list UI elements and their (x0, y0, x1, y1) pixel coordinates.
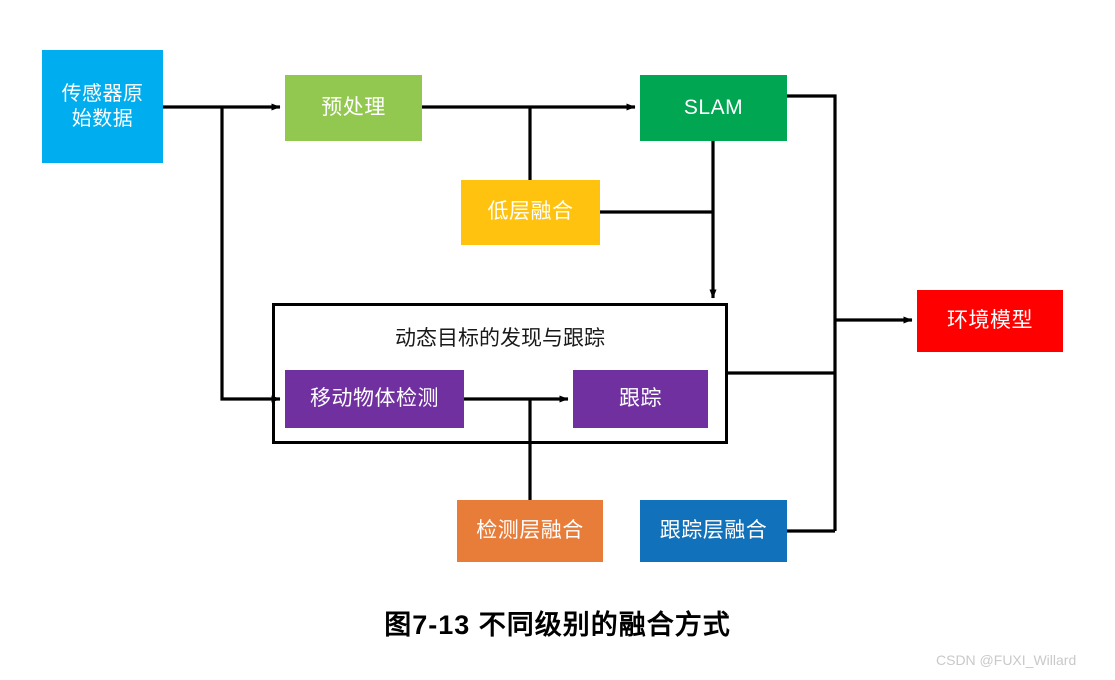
node-label-moving-object-detection: 移动物体检测 (310, 386, 439, 410)
node-label-detection-level-fusion: 检测层融合 (476, 518, 584, 542)
wire-slam-to-right-bus (787, 94, 837, 531)
figure-caption: 图7-13 不同级别的融合方式 (384, 610, 731, 640)
node-low-level-fusion[interactable]: 低层融合 (461, 180, 600, 245)
node-detection-level-fusion[interactable]: 检测层融合 (457, 500, 603, 562)
node-label-sensor-raw-data: 传感器原始数据 (61, 82, 144, 130)
node-moving-object-detection[interactable]: 移动物体检测 (285, 370, 464, 428)
node-label-tracking-level-fusion: 跟踪层融合 (659, 518, 768, 542)
node-sensor-raw-data[interactable]: 传感器原始数据 (42, 50, 163, 163)
node-preprocessing[interactable]: 预处理 (285, 75, 422, 141)
node-environment-model[interactable]: 环境模型 (917, 290, 1063, 352)
dynamic-target-group-title: 动态目标的发现与跟踪 (395, 327, 605, 350)
node-label-low-level-fusion: 低层融合 (487, 200, 574, 224)
node-label-preprocessing: 预处理 (321, 95, 386, 119)
node-tracking-level-fusion[interactable]: 跟踪层融合 (640, 500, 787, 562)
node-label-tracking: 跟踪 (619, 386, 662, 410)
node-label-slam: SLAM (683, 95, 744, 119)
node-slam[interactable]: SLAM (640, 75, 787, 141)
csdn-watermark: CSDN @FUXI_Willard (936, 652, 1077, 668)
node-tracking[interactable]: 跟踪 (573, 370, 708, 428)
node-label-environment-model: 环境模型 (947, 308, 1033, 332)
